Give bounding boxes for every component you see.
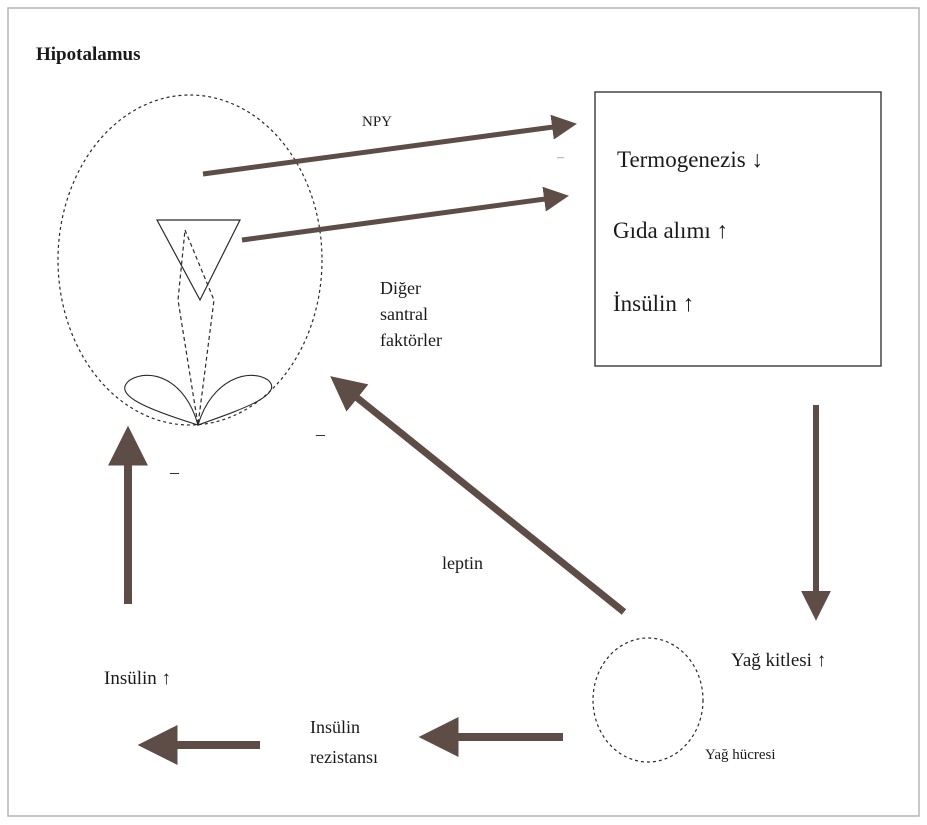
inhibition-sign-box: – xyxy=(557,150,564,166)
fat-mass-label: Yağ kitlesi ↑ xyxy=(731,650,826,672)
central-factors-arrow xyxy=(242,197,560,240)
insulin-resistance-label: Insülin rezistansı xyxy=(310,712,378,772)
hypothalamus-triangle xyxy=(157,220,240,300)
other-factors-line-3: faktörler xyxy=(380,327,442,353)
leptin-arrow xyxy=(340,384,624,612)
other-factors-line-1: Diğer xyxy=(380,275,442,301)
hypothalamus-petal-left xyxy=(125,375,198,425)
hypothalamus-stalk xyxy=(178,230,214,425)
effect-insulin: İnsülin ↑ xyxy=(613,291,694,317)
hypothalamus-petal-right xyxy=(198,375,272,425)
frame-border xyxy=(8,8,919,816)
inhibition-sign-leptin: – xyxy=(316,424,325,445)
hypothalamus-oval xyxy=(58,95,322,425)
effect-food-intake: Gıda alımı ↑ xyxy=(613,218,728,244)
fat-cell-label: Yağ hücresi xyxy=(705,747,776,764)
effect-thermogenesis: Termogenezis ↓ xyxy=(617,147,763,173)
other-factors-line-2: santral xyxy=(380,301,442,327)
leptin-label: leptin xyxy=(442,553,483,574)
insulin-up-label: Insülin ↑ xyxy=(104,668,171,690)
insulin-resistance-line-2: rezistansı xyxy=(310,742,378,772)
insulin-resistance-line-1: Insülin xyxy=(310,712,378,742)
npy-arrow xyxy=(203,125,568,174)
hypothalamus-title: Hipotalamus xyxy=(36,44,141,66)
npy-label: NPY xyxy=(362,114,392,131)
inhibition-sign-insulin: – xyxy=(170,462,179,483)
other-central-factors: Diğer santral faktörler xyxy=(380,275,442,353)
fat-cell xyxy=(593,638,703,762)
